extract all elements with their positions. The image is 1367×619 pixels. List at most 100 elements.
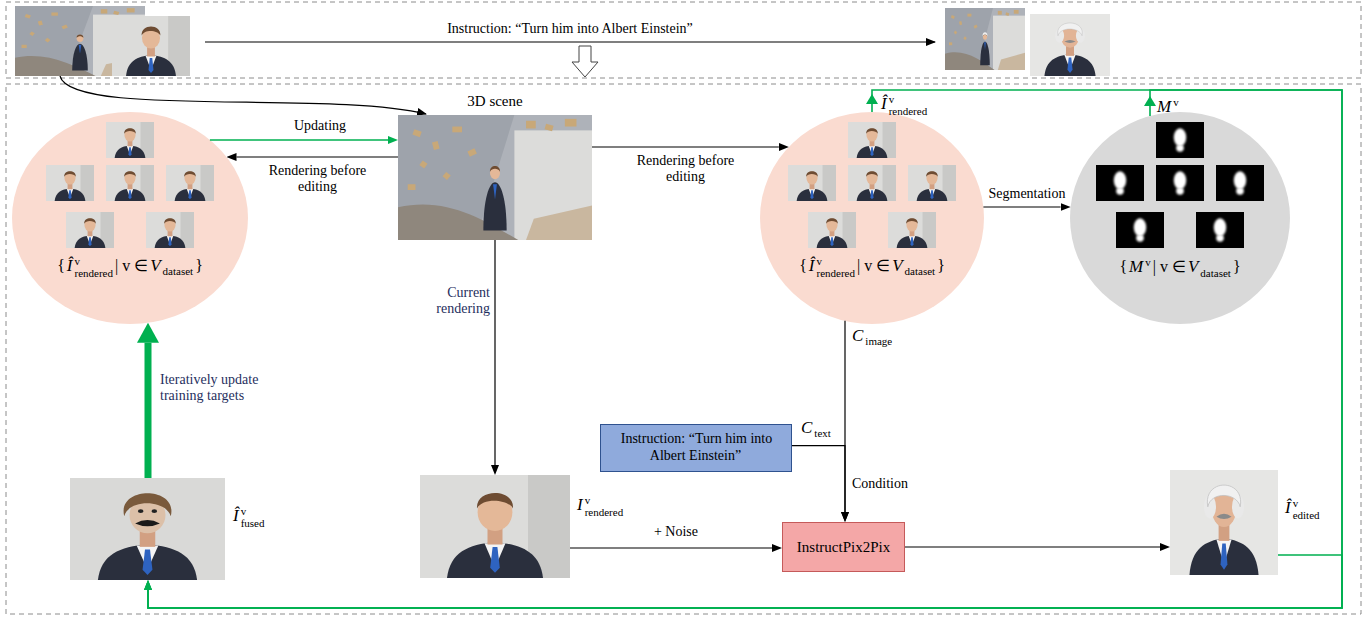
flow-arrow bbox=[237, 156, 398, 157]
illustration-part bbox=[908, 165, 956, 201]
text-run: Î bbox=[233, 507, 239, 524]
text-run: InstructPix2Pix bbox=[797, 539, 890, 555]
node-text: Î bbox=[233, 506, 239, 525]
annotation-text: v bbox=[889, 94, 927, 106]
node-text: { bbox=[1119, 258, 1127, 275]
node-text: | v ∈ bbox=[857, 257, 890, 274]
text-run: Instruction: “Turn him into Albert Einst… bbox=[447, 21, 693, 36]
node-text: dataset bbox=[163, 265, 194, 277]
illustration-part bbox=[1096, 165, 1144, 201]
set-label: {Îvrendered| v ∈Vdataset} bbox=[12, 256, 248, 279]
text-run: Î bbox=[881, 97, 887, 112]
script-stack: vrendered bbox=[75, 256, 113, 279]
illustration-part bbox=[1216, 165, 1264, 201]
node-text: M bbox=[1129, 257, 1143, 276]
script-stack: vrendered bbox=[817, 256, 855, 279]
text-run: image bbox=[865, 329, 892, 344]
node-text: | v ∈ bbox=[115, 257, 148, 274]
text-run: C bbox=[852, 329, 863, 344]
illustration-part bbox=[848, 165, 896, 201]
dashed-panel bbox=[6, 84, 1361, 614]
edge-label-box: Rendering before editing bbox=[255, 163, 380, 195]
script-stack: vfused bbox=[241, 506, 265, 529]
annotation-text: image bbox=[865, 335, 892, 347]
illustration-part bbox=[1116, 212, 1164, 248]
flow-arrow bbox=[592, 146, 779, 147]
annotation-text: C bbox=[801, 418, 812, 437]
text-run: dataset bbox=[905, 257, 936, 274]
text-run: { bbox=[1119, 258, 1127, 275]
image-caption: Îvfused bbox=[232, 506, 266, 529]
text-run: Î bbox=[67, 257, 73, 274]
input-portrait bbox=[112, 16, 190, 76]
flow-arrow bbox=[983, 206, 1060, 207]
node-text: v bbox=[585, 495, 623, 507]
flow-arrow bbox=[570, 547, 772, 548]
circle-fill bbox=[1070, 112, 1290, 324]
node-text: rendered bbox=[75, 268, 113, 280]
edge-label: Condition bbox=[852, 476, 908, 491]
flow-arrow bbox=[905, 546, 1160, 547]
node-text: Î bbox=[1285, 498, 1291, 517]
node-text: Î bbox=[67, 256, 73, 275]
annotation-text: M bbox=[1157, 97, 1171, 116]
script-stack: vrendered bbox=[889, 94, 927, 117]
model-box: InstructPix2Pix bbox=[782, 522, 905, 572]
script-stack: vrendered bbox=[585, 495, 623, 518]
node-text: V bbox=[1188, 257, 1198, 276]
text-run: V bbox=[1188, 258, 1198, 275]
illustration-part bbox=[1156, 122, 1204, 158]
node-text: } bbox=[1233, 258, 1241, 275]
illustration-part bbox=[808, 212, 856, 248]
annotation-text: v bbox=[1173, 96, 1179, 108]
text-run: } bbox=[1233, 258, 1241, 275]
annotation-label: Îvrendered bbox=[880, 94, 928, 117]
text-run: { bbox=[799, 257, 807, 274]
annotation-label: Instruction: “Turn him into Albert Einst… bbox=[360, 21, 780, 37]
output-portrait bbox=[1030, 14, 1110, 76]
set-label: {Îvrendered| v ∈Vdataset} bbox=[760, 256, 984, 279]
illustration-part bbox=[106, 165, 154, 201]
illustration-part bbox=[1156, 165, 1204, 201]
node-text: { bbox=[57, 257, 65, 274]
node-text: v bbox=[241, 506, 265, 518]
text-run: V bbox=[892, 257, 902, 274]
illustration-part bbox=[66, 212, 114, 248]
edge-label: Rendering before editing bbox=[269, 163, 367, 194]
edge-label: Segmentation bbox=[989, 186, 1066, 201]
node-text: } bbox=[937, 257, 945, 274]
node-text: v bbox=[817, 256, 855, 268]
node-text: Instruction: “Turn him into Albert Einst… bbox=[621, 431, 773, 463]
flow-arrow bbox=[844, 321, 845, 512]
node-text: | v ∈ bbox=[1153, 258, 1186, 275]
text-run: M bbox=[1129, 258, 1143, 275]
edge-label: Updating bbox=[294, 118, 346, 133]
edge-label: Current rendering bbox=[436, 285, 490, 316]
dashed-panel bbox=[6, 2, 1361, 78]
node-text: v bbox=[75, 256, 113, 268]
illustration-part bbox=[848, 122, 896, 158]
node-text: V bbox=[892, 256, 902, 275]
text-run: Î bbox=[1285, 499, 1291, 516]
text-run: v bbox=[1173, 100, 1179, 115]
text-run: Instruction: “Turn him into Albert Einst… bbox=[621, 431, 773, 463]
text-run: | v ∈ bbox=[857, 257, 890, 274]
top-row-images bbox=[15, 6, 1110, 76]
image-caption: Îvedited bbox=[1284, 498, 1321, 521]
node-text: I bbox=[577, 495, 583, 514]
node-text: rendered bbox=[817, 268, 855, 280]
text-run: } bbox=[195, 257, 203, 274]
text-run: dataset bbox=[163, 257, 194, 274]
image-caption: Ivrendered bbox=[576, 495, 624, 518]
edited-picture bbox=[1170, 470, 1278, 575]
text-run: Î bbox=[809, 257, 815, 274]
annotation-text: text bbox=[814, 427, 831, 439]
text-run: | v ∈ bbox=[1153, 258, 1186, 275]
edge-label-box: Condition bbox=[852, 476, 932, 492]
flow-arrow bbox=[148, 555, 1342, 608]
set-label: {Mv| v ∈Vdataset} bbox=[1070, 256, 1290, 279]
circle-fill bbox=[760, 112, 984, 324]
script-stack: vedited bbox=[1293, 498, 1320, 521]
text-run: C bbox=[801, 421, 812, 436]
